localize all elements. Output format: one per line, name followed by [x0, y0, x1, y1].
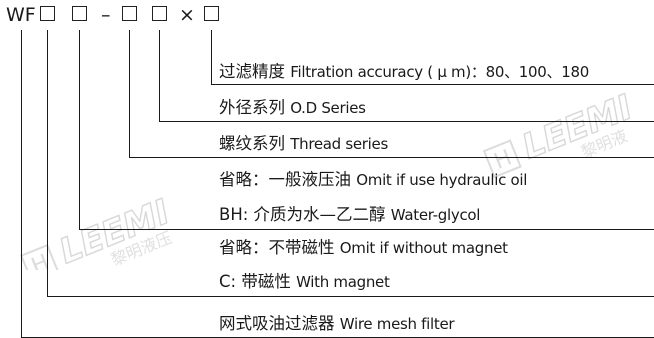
leader-line-magnet — [47, 30, 49, 296]
rule-medium — [79, 229, 654, 231]
rule-od — [159, 121, 654, 123]
code-slot-thread — [122, 6, 137, 21]
svg-text:黎明液压: 黎明液压 — [108, 228, 174, 270]
code-slot-od — [152, 6, 167, 21]
leader-line-accuracy — [211, 30, 213, 84]
label-filtration-accuracy: 过滤精度 Filtration accuracy ( μ m)：80、100、1… — [219, 62, 589, 81]
svg-text:LEEMI: LEEMI — [517, 87, 638, 167]
leader-line-medium — [79, 30, 81, 229]
label-with-magnet: C: 带磁性 With magnet — [219, 272, 390, 291]
leader-line-thread — [129, 30, 131, 157]
leader-line-type — [21, 30, 23, 338]
watermark-logo-right: H LEEMI 黎明液 — [482, 87, 639, 179]
code-slot-accuracy — [204, 6, 219, 21]
code-times: × — [179, 4, 195, 26]
svg-text:LEEMI: LEEMI — [54, 192, 175, 270]
label-wire-mesh-filter: 网式吸油过滤器 Wire mesh filter — [219, 314, 455, 333]
code-prefix: WF — [6, 4, 36, 26]
label-hydraulic-oil: 省略：一般液压油 Omit if use hydraulic oil — [219, 170, 528, 189]
svg-text:H: H — [28, 250, 53, 270]
label-od-series: 外径系列 O.D Series — [219, 98, 366, 117]
code-slot-magnet — [40, 6, 55, 21]
rule-magnet — [47, 296, 654, 298]
code-slot-medium — [72, 6, 87, 21]
label-without-magnet: 省略：不带磁性 Omit if without magnet — [219, 238, 508, 257]
leader-line-od — [159, 30, 161, 121]
label-thread-series: 螺纹系列 Thread series — [219, 134, 388, 153]
label-water-glycol: BH: 介质为水—乙二醇 Water-glycol — [219, 205, 481, 224]
rule-accuracy — [211, 84, 654, 86]
rule-thread — [129, 157, 654, 159]
code-dash: – — [101, 4, 111, 26]
